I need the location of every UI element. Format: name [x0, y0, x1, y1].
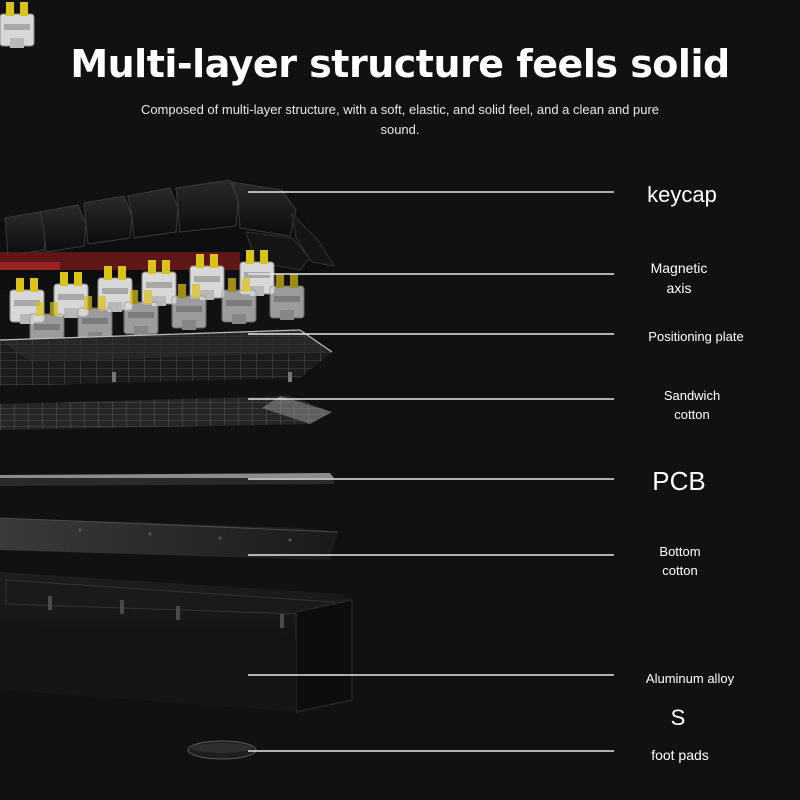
- page-subtitle: Composed of multi-layer structure, with …: [140, 102, 660, 137]
- leader-lines: [248, 191, 614, 752]
- label-sandwich-cotton: Sandwich cotton: [663, 388, 721, 422]
- label-foot-pads: foot pads: [651, 747, 709, 763]
- aluminum-case-layer: [0, 572, 353, 713]
- label-keycap: keycap: [647, 182, 717, 207]
- label-bottom-cotton: Bottom cotton: [659, 544, 701, 578]
- switch-layer: [0, 2, 305, 349]
- positioning-plate-layer: [0, 329, 333, 386]
- label-magnetic-axis: Magnetic axis: [650, 260, 708, 296]
- bottom-cotton-layer: [0, 517, 339, 560]
- label-s: S: [670, 705, 686, 730]
- page-title: Multi-layer structure feels solid: [70, 42, 730, 86]
- pcb-layer: [0, 473, 334, 486]
- foot-pad-shape: [187, 740, 257, 760]
- sandwich-cotton-layer: [0, 396, 332, 430]
- label-pcb: PCB: [652, 466, 706, 496]
- keycap-layer: [0, 179, 336, 290]
- label-positioning-plate: Positioning plate: [648, 329, 744, 344]
- label-aluminum-alloy: Aluminum alloy: [645, 671, 735, 686]
